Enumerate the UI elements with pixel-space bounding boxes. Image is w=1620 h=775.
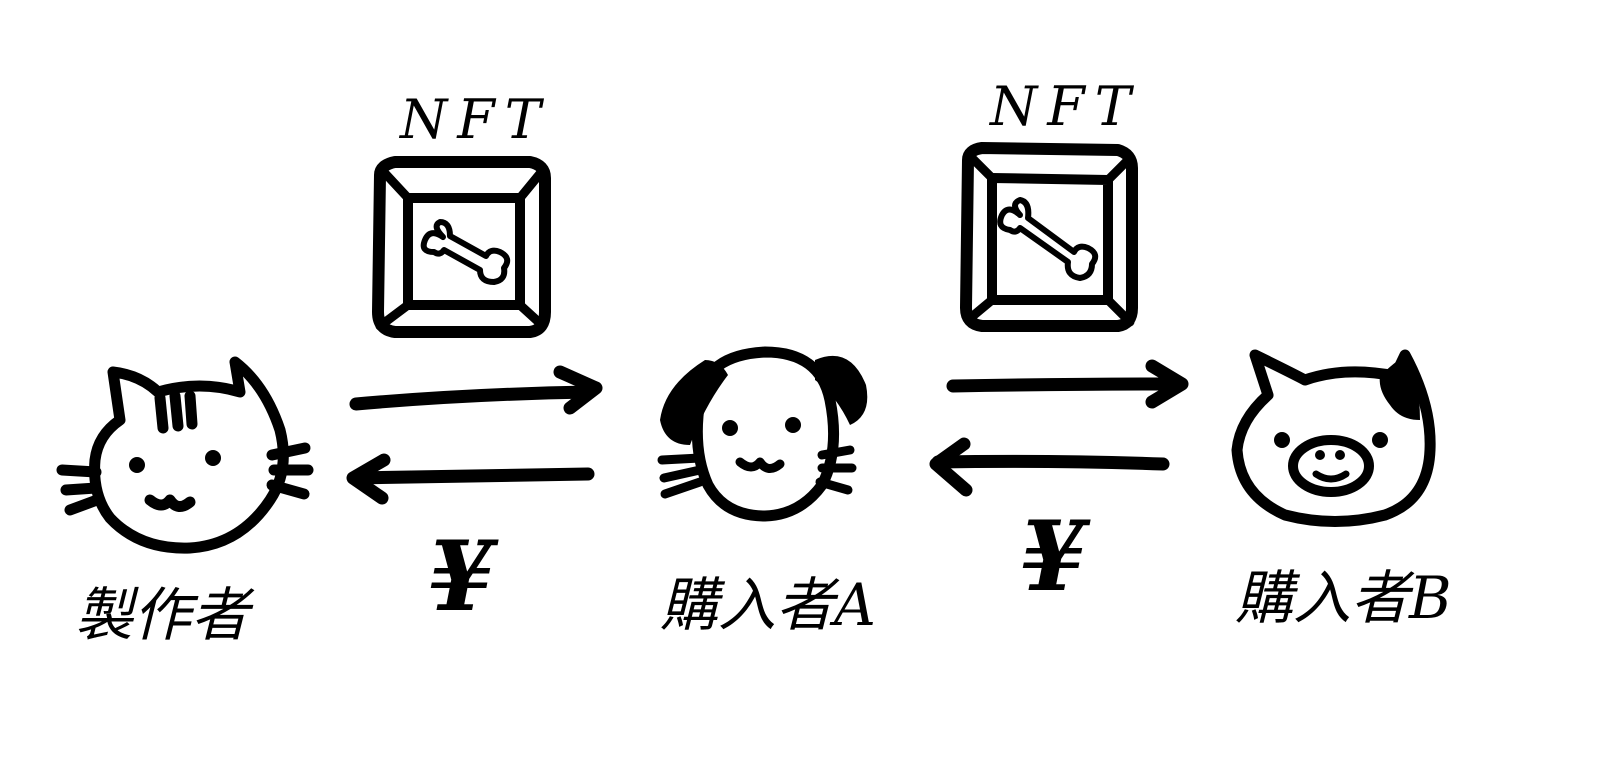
participant-label-creator: 製作者: [75, 581, 255, 649]
framed-bone-icon: [372, 156, 551, 338]
spotted-cat-face-icon: [1231, 349, 1436, 527]
payment-return-arrow: [929, 437, 1170, 497]
yen-label: ¥: [1020, 500, 1091, 613]
nft-label: NFT: [398, 88, 551, 151]
framed-bone-icon: [960, 142, 1138, 332]
cat-eyes: [129, 450, 221, 473]
nft-transfer-arrow: [946, 359, 1189, 409]
participant-label-buyer-a: 購入者A: [660, 571, 876, 639]
participant-label-buyer-b: 購入者B: [1235, 564, 1452, 632]
nft-label: NFT: [988, 75, 1141, 138]
cat-face-icon: [56, 356, 314, 554]
payment-return-arrow: [346, 453, 595, 505]
yen-label: ¥: [428, 520, 499, 633]
dog-face-icon: [657, 346, 868, 522]
nft-transfer-arrow: [349, 365, 603, 415]
